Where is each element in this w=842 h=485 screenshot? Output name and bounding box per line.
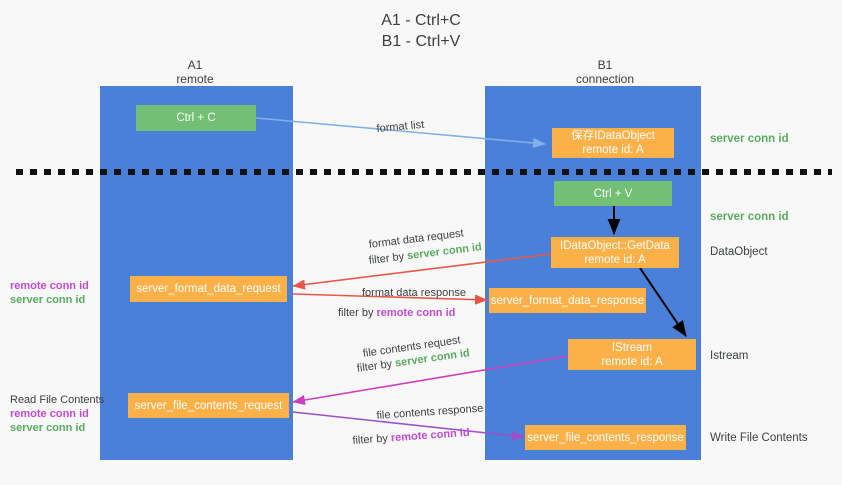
right-label-dataobject-text: DataObject: [710, 246, 768, 258]
filter-prefix: filter by: [368, 250, 408, 267]
right-label-server-conn-id-2-text: server conn id: [710, 211, 789, 223]
right-label-write-file-contents-text: Write File Contents: [710, 432, 808, 444]
left-label-group-2-server: server conn id: [10, 422, 86, 434]
box-server-format-data-response[interactable]: server_format_data_response: [489, 288, 646, 313]
box-save-idataobject[interactable]: 保存IDataObject remote id: A: [552, 128, 674, 158]
right-label-dataobject: DataObject: [710, 245, 768, 259]
wire-label-format-data-response-filter: filter by remote conn id: [338, 306, 455, 320]
box-save-idataobject-line1: 保存IDataObject: [571, 130, 655, 142]
filter-prefix: filter by: [338, 307, 377, 319]
column-header-b1-name: B1: [597, 58, 613, 72]
box-ctrl-v[interactable]: Ctrl + V: [554, 181, 672, 206]
right-label-write-file-contents: Write File Contents: [710, 431, 808, 445]
left-label-read-file-contents-group: Read File Contents remote conn id server…: [10, 393, 104, 435]
box-getdata-line2: remote id: A: [584, 253, 646, 266]
box-save-idataobject-line2: remote id: A: [582, 144, 644, 156]
wire-label-format-data-response-text: format data response: [362, 287, 466, 299]
left-label-group-1-remote: remote conn id: [10, 280, 89, 292]
right-label-server-conn-id-1: server conn id: [710, 132, 789, 146]
box-istream-line2: remote id: A: [601, 355, 663, 368]
wire-label-format-list-text: format list: [376, 118, 425, 135]
box-istream-line1: IStream: [611, 341, 653, 354]
box-istream[interactable]: IStream remote id: A: [568, 339, 696, 370]
box-server-format-data-request-label: server_format_data_request: [136, 283, 281, 295]
box-server-file-contents-response[interactable]: server_file_contents_response: [525, 425, 686, 450]
wire-label-format-data-response: format data response: [362, 286, 466, 300]
column-header-a1-name: A1: [187, 58, 203, 72]
box-ctrl-c-label: Ctrl + C: [176, 112, 216, 124]
column-header-b1-sub: connection: [575, 72, 635, 86]
wire-label-file-contents-response-filter: filter by remote conn id: [352, 426, 470, 448]
page-title: A1 - Ctrl+C B1 - Ctrl+V: [381, 12, 461, 50]
left-label-group-1: remote conn id server conn id: [10, 279, 89, 307]
left-label-group-1-server: server conn id: [10, 294, 86, 306]
box-server-file-contents-request-label: server_file_contents_request: [134, 399, 283, 412]
filter-prefix: filter by: [352, 432, 392, 447]
box-server-format-data-request[interactable]: server_format_data_request: [130, 276, 287, 302]
box-server-format-data-response-label: server_format_data_response: [490, 294, 645, 307]
box-getdata[interactable]: IDataObject::GetData remote id: A: [551, 237, 679, 268]
filter-value-remote-conn-id: remote conn id: [390, 426, 470, 445]
wire-label-file-contents-response-text: file contents response: [376, 402, 484, 422]
left-label-read-file-contents: Read File Contents: [10, 394, 105, 406]
column-header-a1-sub: remote: [176, 72, 214, 86]
left-label-group-2-remote: remote conn id: [10, 408, 89, 420]
right-label-istream: Istream: [710, 349, 748, 363]
column-header-a1: A1 remote: [115, 58, 275, 86]
filter-prefix: filter by: [356, 357, 396, 375]
right-label-server-conn-id-2: server conn id: [710, 210, 789, 224]
wire-label-file-contents-response: file contents response: [376, 402, 484, 423]
right-label-istream-text: Istream: [710, 350, 749, 362]
box-server-file-contents-response-label: server_file_contents_response: [527, 431, 684, 444]
box-ctrl-c[interactable]: Ctrl + C: [136, 105, 256, 131]
wire-label-format-list: format list: [376, 118, 425, 136]
box-getdata-line1: IDataObject::GetData: [560, 239, 670, 252]
filter-value-remote-conn-id: remote conn id: [376, 307, 456, 319]
box-server-file-contents-request[interactable]: server_file_contents_request: [128, 393, 289, 418]
right-label-server-conn-id-1-text: server conn id: [710, 133, 789, 145]
box-ctrl-v-label: Ctrl + V: [593, 187, 633, 200]
column-header-b1: B1 connection: [525, 58, 685, 86]
